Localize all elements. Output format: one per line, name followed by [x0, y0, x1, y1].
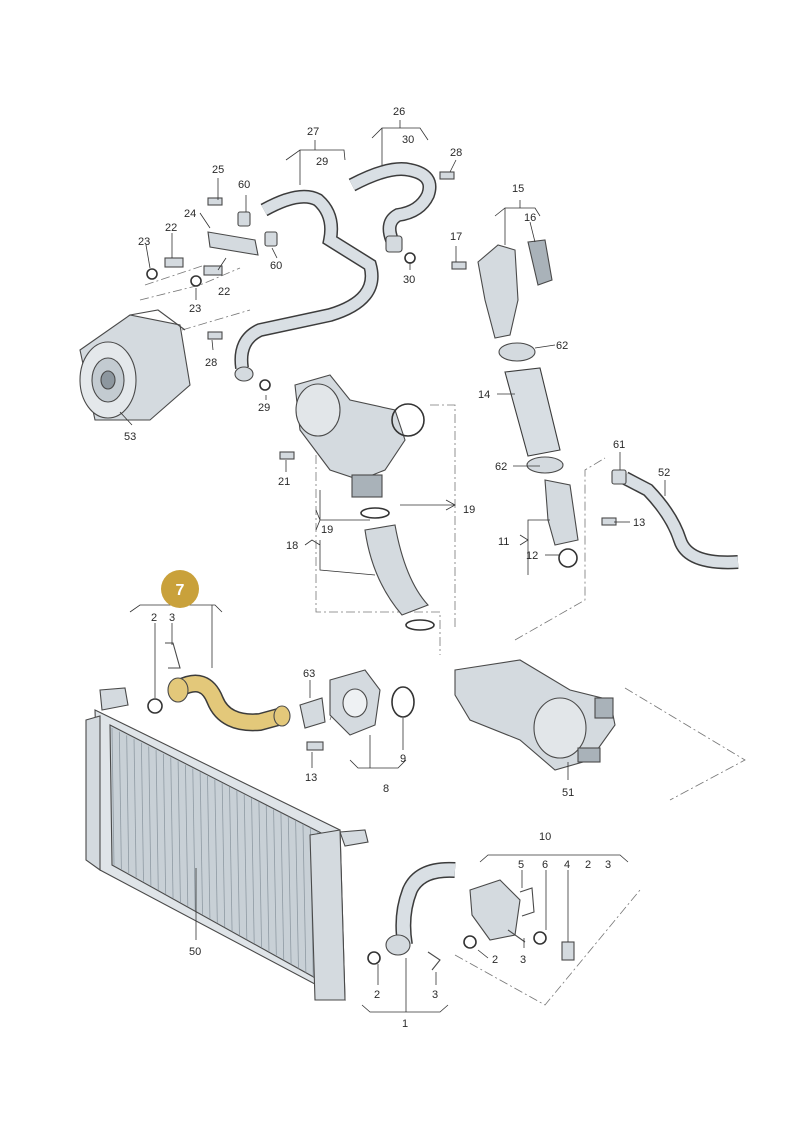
small-fittings-top-left [146, 171, 467, 391]
radiator-fin [155, 750, 159, 890]
label-1: 1 [402, 1018, 408, 1030]
radiator-fin [140, 742, 144, 882]
hose-52 [601, 469, 739, 570]
label-2: 2 [585, 859, 591, 871]
radiator-fin [302, 823, 307, 973]
label-16: 16 [524, 212, 536, 224]
label-6: 6 [542, 859, 548, 871]
radiator-fin [148, 746, 152, 886]
radiator-fin [280, 812, 285, 961]
label-50: 50 [189, 946, 201, 958]
label-3: 3 [605, 859, 611, 871]
label-53: 53 [124, 431, 136, 443]
radiator-fin [295, 820, 299, 969]
label-23: 23 [138, 236, 150, 248]
coolant-hose-7-highlighted [147, 642, 291, 732]
charge-pipe-18 [360, 507, 435, 631]
turbocharger [279, 374, 425, 498]
highlight-badge-7: 7 [161, 570, 199, 608]
label-13: 13 [305, 772, 317, 784]
radiator-fin [273, 809, 277, 957]
label-11: 11 [498, 536, 509, 548]
radiator-fin [163, 753, 167, 894]
label-26: 26 [393, 106, 405, 118]
label-15: 15 [512, 183, 524, 195]
label-25: 25 [212, 164, 224, 176]
callout-labels: 26 30 27 29 28 25 60 24 22 23 60 22 23 3… [124, 106, 670, 1030]
label-2: 2 [374, 989, 380, 1001]
radiator-fin [133, 739, 137, 878]
label-2: 2 [151, 612, 157, 624]
label-8: 8 [383, 783, 389, 795]
label-18: 18 [286, 540, 298, 552]
label-60: 60 [270, 260, 282, 272]
flange-63 [299, 669, 415, 751]
label-63: 63 [303, 668, 315, 680]
label-13: 13 [633, 517, 645, 529]
label-61: 61 [613, 439, 625, 451]
radiator-fin [111, 727, 115, 866]
highlight-label: 7 [176, 582, 185, 599]
label-10: 10 [539, 831, 551, 843]
label-12: 12 [526, 550, 538, 562]
radiator-fin [126, 735, 130, 874]
label-2: 2 [492, 954, 498, 966]
radiator-fin [251, 798, 255, 944]
radiator-fin [207, 775, 211, 919]
label-29: 29 [316, 156, 328, 168]
radiator-fin [214, 779, 218, 923]
generator-53 [79, 309, 191, 421]
radiator-50 [85, 687, 369, 1001]
label-19: 19 [463, 504, 475, 516]
label-3: 3 [432, 989, 438, 1001]
label-62: 62 [495, 461, 507, 473]
label-30: 30 [402, 134, 414, 146]
label-19: 19 [321, 524, 333, 536]
hose-14 [504, 367, 579, 568]
label-17: 17 [450, 231, 462, 243]
label-21: 21 [278, 476, 290, 488]
radiator-fin [229, 787, 233, 932]
radiator-fin [185, 764, 189, 907]
label-60: 60 [238, 179, 250, 191]
label-4: 4 [564, 859, 570, 871]
label-3: 3 [169, 612, 175, 624]
label-24: 24 [184, 208, 196, 220]
label-29: 29 [258, 402, 270, 414]
label-52: 52 [658, 467, 670, 479]
radiator-fin [118, 731, 122, 870]
radiator-fin [192, 768, 196, 911]
coolant-pump-housing-51 [454, 659, 616, 771]
label-27: 27 [307, 126, 319, 138]
radiator-fin [287, 816, 292, 965]
radiator-fin [177, 761, 181, 903]
label-9: 9 [400, 753, 406, 765]
label-23: 23 [189, 303, 201, 315]
label-22: 22 [218, 286, 230, 298]
label-62: 62 [556, 340, 568, 352]
label-5: 5 [518, 859, 524, 871]
label-28: 28 [205, 357, 217, 369]
label-30: 30 [403, 274, 415, 286]
label-28: 28 [450, 147, 462, 159]
label-14: 14 [478, 389, 490, 401]
coolant-hose-26 [348, 162, 437, 243]
radiator-fin [243, 794, 248, 940]
radiator-fin [199, 772, 203, 915]
radiator-fin [221, 783, 226, 928]
radiator-fin [258, 801, 262, 948]
radiator-fin [265, 805, 270, 952]
label-51: 51 [562, 787, 574, 799]
radiator-fin [170, 757, 174, 899]
pipe-15 [477, 239, 553, 362]
coolant-hose-27 [234, 189, 379, 369]
housing-10 [463, 879, 575, 961]
label-3: 3 [520, 954, 526, 966]
label-22: 22 [165, 222, 177, 234]
radiator-fin [236, 790, 240, 936]
lower-hose-1 [367, 861, 456, 971]
